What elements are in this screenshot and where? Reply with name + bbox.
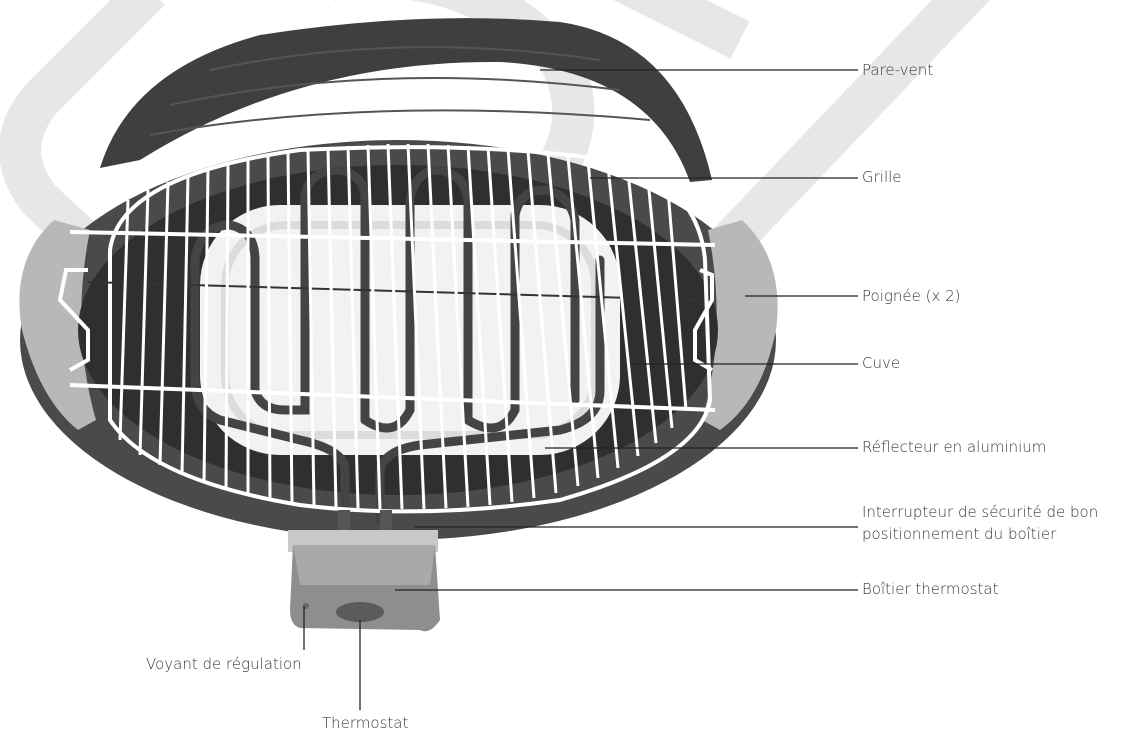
label-reflecteur: Réflecteur en aluminium <box>862 438 1047 456</box>
label-poignee: Poignée (x 2) <box>862 287 961 305</box>
label-thermostat: Thermostat <box>322 714 409 732</box>
thermostat-box <box>288 510 440 632</box>
label-interrupteur-line1: Interrupteur de sécurité de bon <box>862 503 1099 521</box>
label-pare-vent: Pare-vent <box>862 61 934 79</box>
grill-rack <box>57 143 716 514</box>
label-interrupteur-line2: positionnement du boîtier <box>862 525 1057 543</box>
thermostat-knob <box>336 602 384 622</box>
windshield <box>100 18 712 182</box>
handle-left <box>19 220 96 430</box>
handle-right <box>702 220 778 430</box>
label-cuve: Cuve <box>862 354 901 372</box>
label-voyant-regulation: Voyant de régulation <box>146 655 302 673</box>
label-boitier-thermostat: Boîtier thermostat <box>862 580 999 598</box>
label-grille: Grille <box>862 168 902 186</box>
leader-lines <box>303 69 858 710</box>
